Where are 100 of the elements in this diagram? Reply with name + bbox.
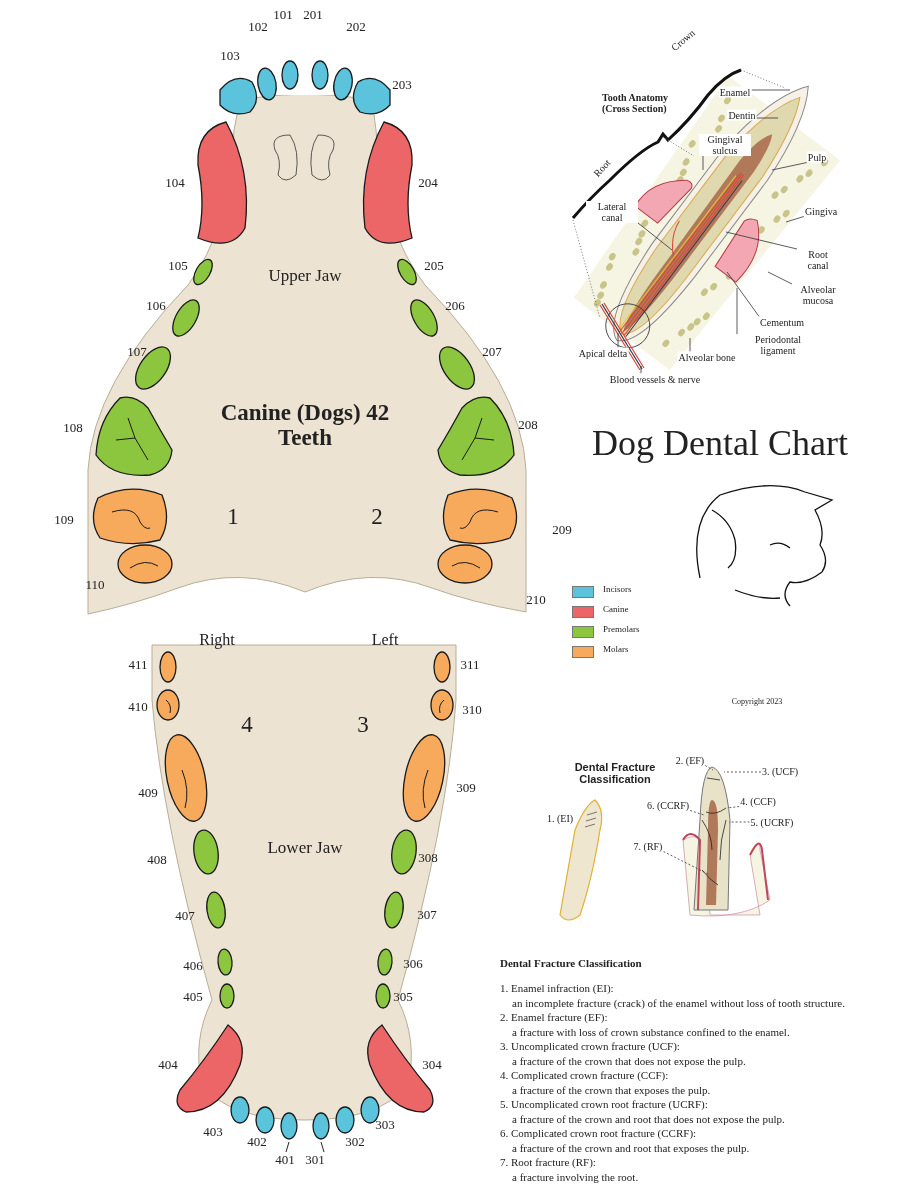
callout-label: Alveolar bone [677,351,737,363]
tooth-number: 209 [552,522,572,538]
chart-heading: Canine (Dogs) 42 Teeth [219,399,391,451]
callout-label: Gingiva [803,205,839,217]
callout-label: Cementum [759,316,805,328]
quadrant-number: 3 [357,712,369,738]
region-label: Upper Jaw [268,266,342,286]
chart-title: Dog Dental Chart [592,424,848,464]
leader-line [767,271,793,285]
figure-heading: Dental Fracture Classification [573,760,657,786]
definition-text: a fracture of the crown and root that does not expose the pulp. [512,1112,785,1125]
leader-line [689,337,691,352]
tooth-number: 306 [403,956,423,972]
callout-label: 5. (UCRF) [749,816,795,828]
tooth-number: 110 [85,577,105,593]
tooth-number: 104 [165,175,185,191]
tooth-number: 410 [128,699,148,715]
tooth-number: 103 [220,48,240,64]
tooth-number: 411 [128,657,148,673]
tooth-number: 303 [375,1117,395,1133]
quadrant-number: 4 [241,712,253,738]
tooth-number: 309 [456,780,476,796]
callout-label: 6. (CCRF) [645,799,691,811]
side-label: Right [199,631,235,649]
leader-line [637,222,673,251]
leader-line [689,810,705,816]
legend-label: Canine [603,605,629,615]
tooth-number: 409 [138,785,158,801]
tooth-number: 203 [392,77,412,93]
definition-text: a fracture of the crown and root that exposes the pulp. [512,1141,750,1154]
leader-line [785,216,805,223]
tooth-number: 401 [275,1152,295,1168]
definition-text: an incomplete fracture (crack) of the enamel without loss of tooth structure. [512,996,845,1009]
tooth-number: 105 [168,258,188,274]
leader-line [726,806,740,809]
tooth-number: 405 [183,989,203,1005]
bracket-label: Root [591,157,613,179]
tooth-number: 208 [518,417,538,433]
tooth-number: 205 [424,258,444,274]
callout-label: Gingival sulcus [699,134,751,156]
list-item: 6. Complicated crown root fracture (CCRF): [500,1127,697,1140]
leader-line [702,155,704,171]
list-item: 4. Complicated crown fracture (CCF): [500,1069,669,1082]
tooth-number: 207 [482,344,502,360]
figure-heading: Tooth Anatomy (Cross Section) [602,92,670,114]
list-item: 5. Uncomplicated crown root fracture (UCRF): [500,1098,708,1111]
tooth-number: 302 [345,1134,365,1150]
tooth-number: 308 [418,850,438,866]
callout-label: Blood vessels & nerve [608,373,702,385]
quadrant-number: 1 [227,504,239,530]
callout-label: Lateral canal [586,201,638,223]
tooth-number: 406 [183,958,203,974]
tooth-number: 402 [247,1134,267,1150]
definition-text: a fracture of the crown that exposes the pulp. [512,1083,711,1096]
leader-line [771,162,808,171]
callout-label: Apical delta [577,347,629,359]
leader-line [726,271,760,317]
legend-label: Incisors [603,585,632,595]
tooth-number: 310 [462,702,482,718]
leader-line [756,117,779,119]
list-item: 2. Enamel fracture (EF): [500,1011,608,1024]
leader-line [736,287,738,335]
tooth-number: 206 [445,298,465,314]
region-label: Lower Jaw [267,838,343,858]
tooth-number: 304 [422,1057,442,1073]
callout-label: 3. (UCF) [760,765,800,777]
callout-label: Enamel [718,86,752,98]
list-item: 1. Enamel infraction (EI): [500,982,614,995]
leader-line [663,851,711,876]
callout-label: Dentin [727,109,757,121]
legend-label: Premolars [603,625,640,635]
tooth-number: 305 [393,989,413,1005]
leader-line [704,765,714,771]
tooth-number: 106 [146,298,166,314]
tooth-number: 202 [346,19,366,35]
callout-label: 2. (EF) [674,754,706,766]
tooth-number: 311 [460,657,480,673]
tooth-number: 210 [526,592,546,608]
callout-label: 1. (EI) [546,812,574,824]
tooth-number: 108 [63,420,83,436]
list-item: 7. Root fracture (RF): [500,1156,596,1169]
tooth-number: 201 [303,7,323,23]
tooth-number: 404 [158,1057,178,1073]
legend-label: Molars [603,645,629,655]
definition-text: a fracture with loss of crown substance confined to the enamel. [512,1025,790,1038]
leader-line [725,231,798,250]
tooth-number: 107 [127,344,147,360]
definition-text: a fracture involving the root. [512,1170,639,1183]
tooth-number: 307 [417,907,437,923]
tooth-number: 403 [203,1124,223,1140]
leader-line [723,771,762,773]
tooth-number: 407 [175,908,195,924]
tooth-number: 109 [54,512,74,528]
leader-line [750,89,791,91]
tooth-number: 102 [248,19,268,35]
definition-text: a fracture of the crown that does not expose the pulp. [512,1054,746,1067]
tooth-number: 204 [418,175,438,191]
list-item: 3. Uncomplicated crown fracture (UCF): [500,1040,680,1053]
side-label: Left [371,631,399,649]
list-heading: Dental Fracture Classification [500,957,642,970]
